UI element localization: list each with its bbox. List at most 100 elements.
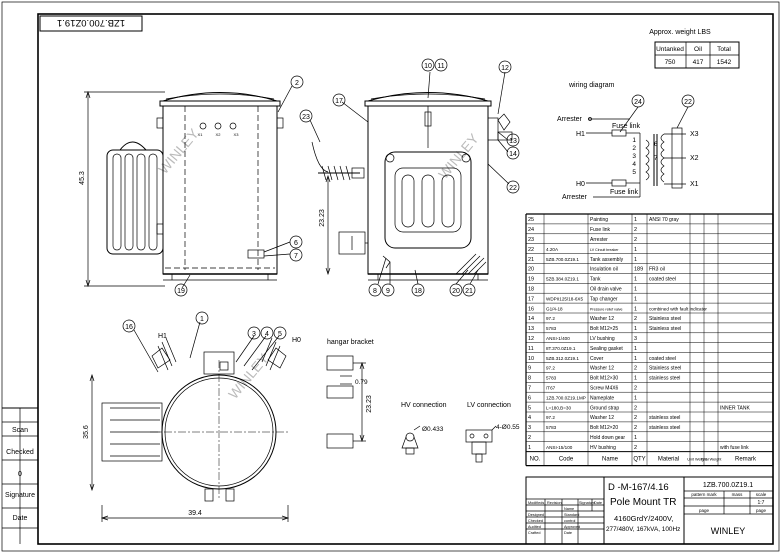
- bom-cell: LV Circuit breaker: [590, 248, 619, 252]
- hv-title: HV connection: [401, 402, 447, 409]
- tb-rating-1: 4160GrdY/2400V,: [614, 514, 673, 523]
- bom-cell: coated steel: [649, 356, 676, 362]
- strip-zero: 0: [18, 471, 22, 478]
- tb-name: Pole Mount TR: [610, 497, 677, 508]
- bom-cell: /T67: [546, 386, 556, 391]
- bom-cell: 1: [634, 306, 637, 312]
- weight-title: Approx. weight LBS: [649, 29, 711, 36]
- plan-label-h0: H0: [292, 337, 301, 344]
- bom-cell: coated steel: [649, 277, 676, 283]
- bom-cell: Painting: [590, 217, 608, 223]
- bom-cell: 8: [528, 376, 531, 382]
- weight-h-total: Total: [717, 46, 731, 53]
- balloon-2: 2: [295, 80, 299, 87]
- bom-cell: 1: [634, 395, 637, 401]
- bom-cell: 2: [634, 425, 637, 431]
- side-arrester: [311, 141, 365, 181]
- bom-cell: 2: [634, 386, 637, 392]
- watermark-3: WINLEY: [225, 350, 272, 402]
- bom-cell: Washer 12: [590, 415, 614, 421]
- bom-cell: 7: [528, 386, 531, 392]
- wiring-balloon-24: 24: [634, 99, 642, 106]
- plan-view: H1 H0 35.6 39.4 1 16 3 4: [83, 311, 301, 522]
- bom-cell: 10: [528, 356, 534, 362]
- bom-cell: 189: [634, 267, 643, 273]
- bom-cell: Sealing gasket: [590, 346, 623, 352]
- dim-plan-depth: 35.6: [83, 425, 90, 439]
- bom-cell: 5: [528, 405, 531, 411]
- wiring-balloon-22: 22: [684, 99, 692, 106]
- bom-header: QTY: [633, 457, 645, 463]
- bom-cell: 97.2: [546, 415, 555, 420]
- bom-cell: 5ZB.312.0Z19.1: [546, 356, 579, 361]
- hanger-bracket-detail: hangar bracket 23.23 0.79: [326, 339, 374, 449]
- balloon-14: 14: [509, 151, 517, 158]
- bom-cell: 18: [528, 287, 534, 293]
- bom-cell: ANSI 70 gray: [649, 217, 679, 223]
- bom-cell: 21: [528, 257, 534, 263]
- left-strip: Scan Checked 0 Signature Date: [2, 407, 38, 544]
- strip-checked: Checked: [6, 449, 34, 456]
- balloon-17: 17: [335, 98, 343, 105]
- tb-rating-2: 277/480V, 167kVA, 100Hz: [606, 526, 680, 533]
- wiring-x1: X1: [690, 181, 699, 188]
- tb-scale-value: 1:7: [758, 500, 765, 506]
- tb-pattern-mark: pattern mark: [691, 492, 717, 497]
- balloon-16: 16: [125, 324, 133, 331]
- bom-cell: 1: [634, 376, 637, 382]
- bom-cell: 8T.370.0Z19.1: [546, 346, 576, 351]
- tap-2: 2: [632, 145, 636, 152]
- bom-cell: 1: [634, 435, 637, 441]
- balloon-22-side: 22: [509, 185, 517, 192]
- bom-cell: Tank assembly: [590, 257, 624, 263]
- bom-cell: 1: [634, 346, 637, 352]
- bom-cell: 13: [528, 326, 534, 332]
- bom-cell: HV bushing: [590, 445, 616, 451]
- bom-cell: 2: [634, 445, 637, 451]
- bom-cell: 5783: [546, 425, 557, 430]
- bom-cell: 5ZB.384.0Z19.1: [546, 277, 579, 282]
- bom-cell: Stainless steel: [649, 316, 681, 322]
- dim-plan-width: 39.4: [188, 510, 202, 517]
- bom-cell: G1/4-18: [546, 306, 563, 311]
- bom-cell: 6: [528, 395, 531, 401]
- bom-cell: L=180,B=30: [546, 405, 571, 410]
- bom-cell: stainless steel: [649, 415, 680, 421]
- balloon-21: 21: [465, 288, 473, 295]
- dim-side-height: 23.23: [319, 209, 326, 227]
- front-view: 45.3 X1 X2 X3: [79, 75, 304, 297]
- side-view: 23.23 10 11 12 13 14 17 22 23 8: [299, 58, 520, 297]
- bom-cell: LV bushing: [590, 336, 615, 342]
- bom-cell: 3: [528, 425, 531, 431]
- weight-h-oil: Oil: [694, 46, 703, 53]
- tb-page: page: [699, 508, 710, 513]
- balloon-13: 13: [509, 138, 517, 145]
- bom-cell: 24: [528, 227, 534, 233]
- bom-cell: INNER TANK: [720, 405, 750, 411]
- tap-6: 6: [654, 141, 658, 148]
- bom-cell: 12: [528, 336, 534, 342]
- bom-cell: with fuse link: [720, 445, 749, 451]
- front-mark-x3: X3: [234, 132, 240, 137]
- sign-col2-4: Date: [564, 531, 572, 535]
- bom-header: Total Weight: [701, 458, 723, 462]
- sign-col-0: Revision: [547, 501, 562, 505]
- sign-row-3: Audited: [528, 525, 541, 529]
- bom-cell: Arrester: [590, 237, 608, 243]
- bom-cell: 25: [528, 217, 534, 223]
- bom-cell: 2: [634, 316, 637, 322]
- front-mark-x2: X2: [216, 132, 222, 137]
- lv-hole-dim: 4-Ø0.55: [496, 424, 520, 431]
- wiring-title: wiring diagram: [568, 82, 615, 89]
- balloon-7: 7: [294, 253, 298, 260]
- bom-cell: 1ZB.700.0Z19.1MP: [546, 395, 586, 400]
- balloon-23: 23: [302, 114, 310, 121]
- sign-row-1: Designed: [528, 513, 544, 517]
- bom-cell: stainless steel: [649, 376, 680, 382]
- bom-cell: 20: [528, 267, 534, 273]
- bom-cell: Insulation oil: [590, 267, 618, 273]
- balloon-8: 8: [373, 288, 377, 295]
- bom-cell: ANSI-15/100: [546, 445, 573, 450]
